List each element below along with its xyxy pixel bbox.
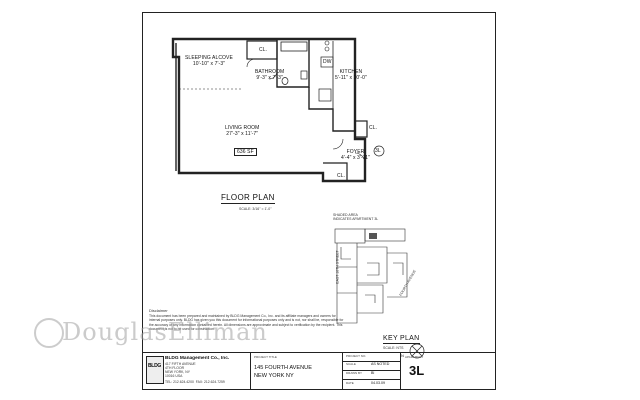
project-address-line2: NEW YORK NY [254,373,294,379]
apartment-cell: APARTMENT 3L [405,355,425,378]
key-plan-drawing [334,228,408,324]
project-title-cell: PROJECT TITLE 145 FOURTH AVENUE NEW YORK… [251,353,343,389]
bldg-logo: BLDG [146,356,164,384]
key-plan-title: KEY PLAN [383,335,420,344]
closet-label: CL. [369,125,378,131]
floor-plan-drawing [171,37,385,183]
north-arrow-icon [409,343,425,359]
watermark: DouglasElliman [62,318,268,346]
unit-tag: 3L [375,148,381,154]
key-plan-scale: SCALE: NTS [383,346,404,350]
company-name: BLDG Management Co., Inc. [165,356,230,361]
company-contact: TEL: 212.624.4200 FAX: 212.624.7259 [165,380,225,384]
project-info-cell: PROJECT NO. SCALE AS NOTED DRAWN BY BI D… [343,353,401,389]
project-address-line1: 145 FOURTH AVENUE [254,365,312,371]
key-plan-street-1: EAST 10TH STREET [335,250,340,284]
floor-plan-scale: SCALE: 3/16" = 1'-0" [239,207,272,211]
disclaimer: Disclaimer This document has been prepar… [149,308,344,331]
shaded-apartment-area [369,233,377,239]
company-cell: BLDG BLDG Management Co., Inc. 417 FIFTH… [143,353,251,389]
douglas-elliman-logo-icon [34,318,64,348]
area-label: 636 SF [234,148,257,156]
title-block: BLDG BLDG Management Co., Inc. 417 FIFTH… [143,352,495,389]
north-label: N [401,353,404,358]
floor-plan-title: FLOOR PLAN [221,193,275,204]
closet-label: CL. [259,47,268,53]
closet-label: CL. [337,173,346,179]
apartment-number: 3L [409,363,425,378]
dishwasher-label: DW [323,59,332,65]
company-address: 417 FIFTH AVENUE 4TH FLOOR NEW YORK, NY … [165,362,196,378]
